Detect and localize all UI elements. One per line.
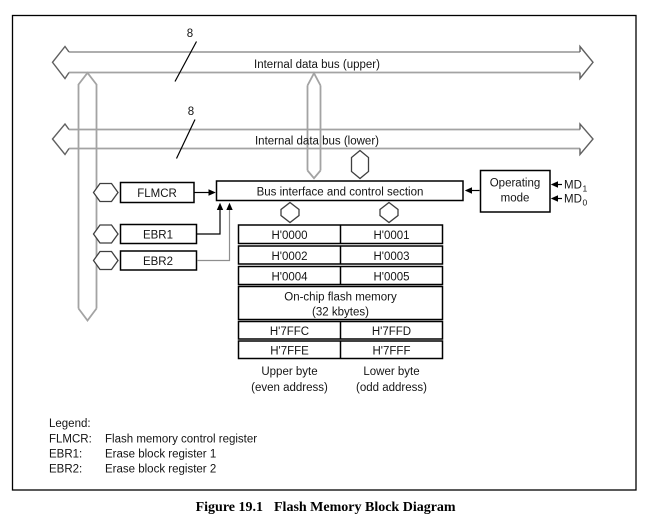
md0-subscript: 0	[583, 198, 588, 208]
lower-bus-label: Internal data bus (lower)	[255, 136, 379, 148]
bus-right-arrowhead-icon	[579, 44, 594, 81]
flmcr-to-businterface-arrow	[194, 189, 216, 196]
flmcr-bus-connector-hexagon-icon	[92, 182, 119, 203]
memory-upper-byte-connector-hexagon-icon	[280, 201, 300, 224]
flash-memory-label-line2: (32 kbytes)	[312, 307, 369, 319]
ebr1-to-businterface-arrow	[197, 202, 224, 235]
memory-cell: H'7FFC	[270, 326, 309, 338]
legend-term: EBR1:	[49, 449, 82, 461]
figure-caption-number: Figure 19.1	[196, 500, 263, 515]
figure-caption-title: Flash Memory Block Diagram	[274, 500, 456, 515]
memory-row: H'0000 H'0001	[237, 224, 444, 245]
bus-interface-label: Bus interface and control section	[257, 187, 424, 199]
ebr2-to-businterface-arrow	[197, 202, 233, 262]
upper-byte-sublabel: (even address)	[251, 382, 328, 394]
memory-cell: H'7FFF	[373, 345, 411, 357]
md1-subscript: 1	[583, 184, 588, 194]
bus-right-arrowhead-icon	[579, 122, 594, 157]
left-vertical-bus	[77, 71, 98, 322]
upper-data-bus: Internal data bus (upper) 8	[51, 28, 594, 82]
down-chevron-icon	[77, 307, 98, 322]
bus-left-arrowhead-icon	[51, 122, 70, 156]
bus-width-slash-icon	[174, 41, 198, 82]
memory-cell: H'7FFE	[270, 345, 309, 357]
up-arrowhead-icon	[216, 202, 224, 210]
memory-row: H'7FFE H'7FFF	[237, 340, 444, 360]
byte-column-captions: Upper byte (even address) Lower byte (od…	[251, 366, 427, 394]
memory-cell: H'0002	[271, 251, 307, 263]
figure-border	[11, 14, 637, 491]
upper-byte-label: Upper byte	[261, 366, 317, 378]
ebr1-bus-connector-hexagon-icon	[92, 224, 119, 244]
ebr2-label: EBR2	[143, 256, 173, 268]
memory-cell: H'0001	[373, 230, 409, 242]
ebr2-block: EBR2	[119, 250, 198, 271]
flmcr-block: FLMCR	[119, 181, 195, 204]
up-arrowhead-icon	[226, 202, 233, 210]
bus-interface-block: Bus interface and control section	[215, 180, 464, 202]
left-arrowhead-icon	[464, 187, 472, 194]
memory-row: H'7FFC H'7FFD	[237, 320, 444, 340]
memory-table: H'0000 H'0001 H'0002 H'0003 H'0004 H'000…	[237, 224, 444, 360]
lower-data-bus: Internal data bus (lower) 8	[51, 106, 594, 159]
legend-desc: Erase block register 1	[105, 449, 216, 461]
memory-cell: H'0004	[271, 271, 308, 283]
md1-signal: MD 1	[550, 180, 588, 194]
right-arrowhead-icon	[208, 189, 216, 196]
up-chevron-icon	[306, 71, 322, 86]
operating-mode-to-businterface-arrow	[464, 187, 480, 194]
ebr1-label: EBR1	[143, 230, 173, 242]
ebr2-bus-connector-hexagon-icon	[92, 250, 119, 271]
operating-mode-block: Operating mode	[479, 169, 551, 213]
legend-desc: Erase block register 2	[105, 464, 216, 476]
memory-cell: H'0003	[373, 251, 409, 263]
up-chevron-icon	[77, 71, 98, 86]
memory-lower-byte-connector-hexagon-icon	[379, 201, 399, 224]
operating-mode-label-line1: Operating	[490, 178, 541, 190]
left-arrowhead-icon	[550, 181, 558, 188]
md0-signal: MD 0	[550, 194, 588, 208]
memory-cell: H'0000	[271, 230, 307, 242]
left-arrowhead-icon	[550, 195, 558, 202]
flash-memory-cell: On-chip flash memory (32 kbytes)	[237, 285, 444, 321]
flash-memory-label-line1: On-chip flash memory	[284, 292, 397, 304]
flmcr-label: FLMCR	[137, 188, 177, 200]
lower-byte-label: Lower byte	[363, 366, 419, 378]
operating-mode-label-line2: mode	[501, 193, 530, 205]
bus-width-slash-icon	[175, 119, 196, 159]
memory-row: H'0004 H'0005	[237, 265, 444, 286]
upper-bus-width-marker: 8	[187, 28, 193, 40]
legend-desc: Flash memory control register	[105, 434, 257, 446]
figure-caption: Figure 19.1 Flash Memory Block Diagram	[196, 500, 456, 515]
upper-bus-label: Internal data bus (upper)	[254, 59, 380, 71]
lower-bus-connector-hexagon-icon	[350, 149, 370, 180]
md1-label: MD	[564, 180, 582, 192]
legend-term: FLMCR:	[49, 434, 92, 446]
memory-cell: H'0005	[373, 271, 409, 283]
legend-term: EBR2:	[49, 464, 82, 476]
memory-cell: H'7FFD	[372, 326, 411, 338]
bus-left-arrowhead-icon	[51, 45, 70, 80]
down-chevron-icon	[306, 169, 322, 180]
legend-title: Legend:	[49, 418, 91, 430]
md0-label: MD	[564, 194, 582, 206]
lower-bus-width-marker: 8	[188, 106, 194, 118]
memory-row: H'0002 H'0003	[237, 245, 444, 265]
legend: Legend: FLMCR: Flash memory control regi…	[49, 418, 257, 476]
upper-bus-to-businterface-connector	[306, 71, 322, 180]
ebr1-block: EBR1	[119, 223, 198, 245]
lower-byte-sublabel: (odd address)	[356, 382, 427, 394]
